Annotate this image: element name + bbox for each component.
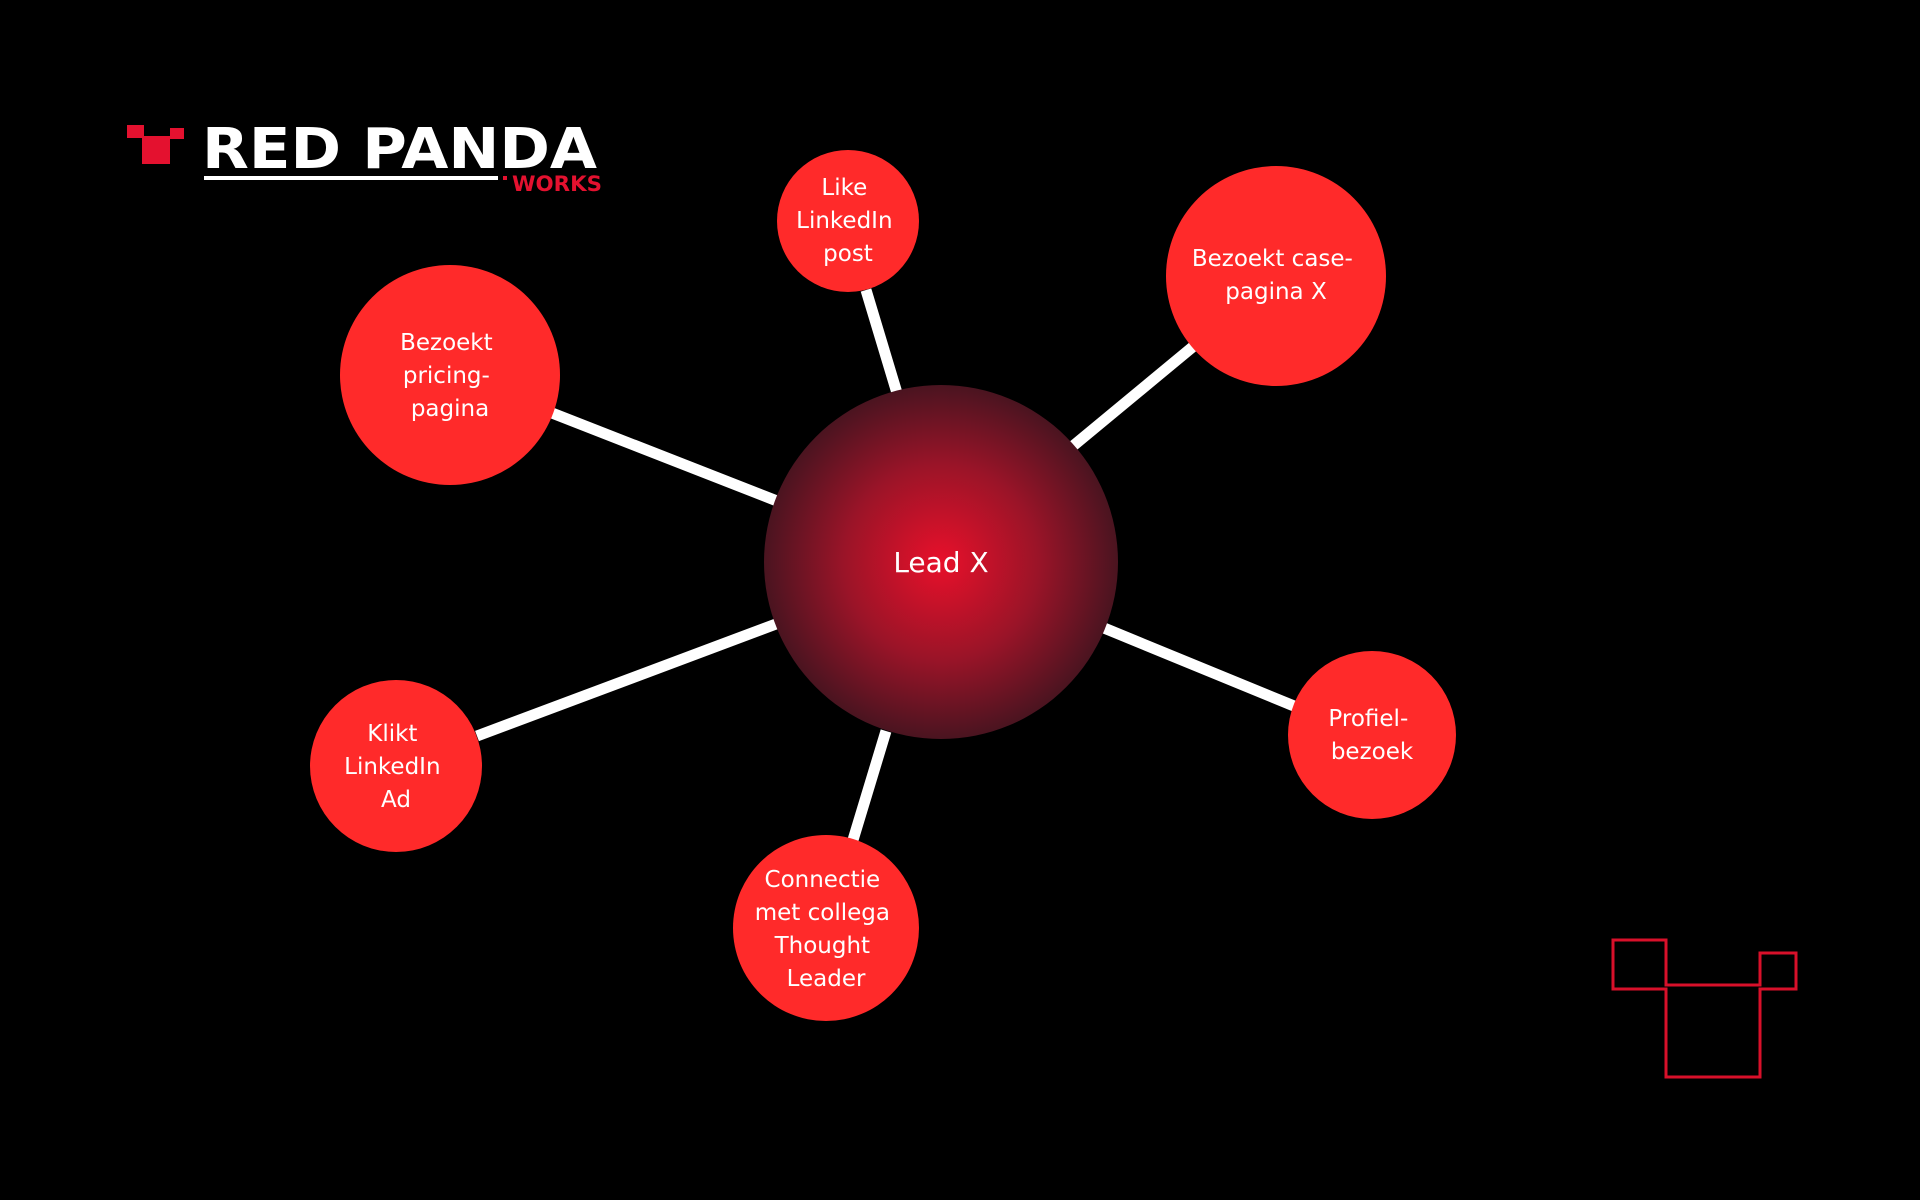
node-label-line: bezoek — [1331, 739, 1414, 765]
node-circle — [777, 150, 919, 292]
node-circle — [1166, 166, 1386, 386]
node-label-line: Ad — [381, 787, 411, 813]
node-like-linkedin-post: Like LinkedIn post — [777, 150, 919, 292]
node-circle — [733, 835, 919, 1021]
node-circle — [310, 680, 482, 852]
node-label-line: Bezoekt case- — [1192, 246, 1353, 272]
connectors — [475, 288, 1297, 842]
connector-like-linkedin-post — [860, 288, 903, 395]
node-connectie-thought-leader: Connectie met collega Thought Leader — [733, 835, 919, 1021]
node-label-line: Bezoekt — [400, 330, 493, 356]
node-label-line: Klikt — [367, 721, 417, 747]
node-label: Profiel- bezoek — [1328, 706, 1415, 765]
node-label-line: pagina — [411, 396, 489, 422]
node-label-line: Connectie — [765, 867, 881, 893]
center-circle — [764, 385, 1118, 739]
node-label-line: Like — [821, 175, 867, 201]
node-label-line: met collega — [755, 900, 890, 926]
center-node: Lead X — [764, 385, 1118, 739]
node-label-line: Leader — [787, 966, 866, 992]
node-circle — [1288, 651, 1456, 819]
node-label: Like LinkedIn post — [796, 175, 900, 267]
connector-connectie-thought-leader — [847, 729, 892, 842]
node-klikt-linkedin-ad: Klikt LinkedIn Ad — [310, 680, 482, 852]
node-label: Klikt LinkedIn Ad — [344, 721, 448, 813]
panda-outline-icon — [1611, 938, 1798, 1079]
brand-name: RED PANDA — [202, 117, 598, 182]
node-label-line: LinkedIn — [796, 208, 892, 234]
connector-bezoekt-case-pagina — [1069, 340, 1199, 451]
brand-logo: RED PANDA WORKS — [127, 117, 602, 196]
node-label-line: LinkedIn — [344, 754, 440, 780]
node-label-line: pagina X — [1225, 279, 1327, 305]
brand-dot — [503, 176, 507, 180]
node-bezoekt-case-pagina: Bezoekt case- pagina X — [1166, 166, 1386, 386]
node-circle — [340, 265, 560, 485]
node-label-line: pricing- — [403, 363, 490, 389]
panda-logo-icon — [127, 125, 184, 164]
node-label: Bezoekt pricing- pagina — [400, 330, 500, 422]
connector-klikt-linkedin-ad — [475, 618, 778, 742]
center-label: Lead X — [893, 546, 988, 579]
node-label-line: post — [823, 241, 873, 267]
brand-underline — [204, 176, 498, 180]
connector-bezoekt-pricing-pagina — [549, 407, 780, 507]
node-label-line: Thought — [774, 933, 870, 959]
connector-profielbezoek — [1101, 622, 1297, 712]
node-label: Bezoekt case- pagina X — [1192, 246, 1360, 305]
brand-suffix: WORKS — [512, 172, 602, 196]
node-label-line: Profiel- — [1328, 706, 1408, 732]
node-label: Connectie met collega Thought Leader — [755, 867, 898, 992]
node-bezoekt-pricing-pagina: Bezoekt pricing- pagina — [340, 265, 560, 485]
node-profielbezoek: Profiel- bezoek — [1288, 651, 1456, 819]
